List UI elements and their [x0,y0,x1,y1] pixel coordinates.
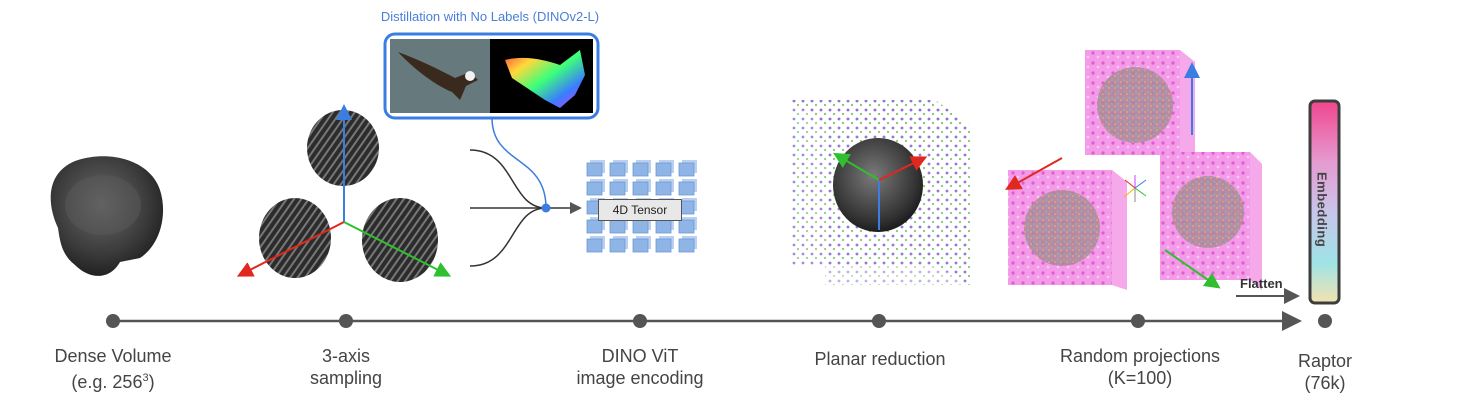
axis-x-arrow [236,221,345,277]
stage-line1: Random projections [1059,346,1221,366]
projection-cube-left [1008,170,1127,290]
stage-label-dino-vit: DINO ViT image encoding [550,345,730,389]
timeline-node-raptor [1318,314,1332,328]
merge-lines [469,117,582,267]
stage-line2: (K=100) [1107,368,1173,388]
stage-line2: image encoding [576,368,704,388]
eagle-icon [398,52,478,100]
stage-label-dense-volume: Dense Volume (e.g. 2563) [23,345,203,393]
tensor-cube [678,238,695,253]
merge-node [541,203,551,213]
tensor-cube [655,219,672,234]
timeline-node-dino-vit [633,314,647,328]
stage-line1: Raptor [1297,351,1353,371]
random-projections [1005,50,1262,290]
tensor-cube [632,162,649,177]
timeline-node-dense-volume [106,314,120,328]
stage-line1: DINO ViT [601,346,679,366]
stage-line1: Dense Volume [54,346,172,366]
tensor-cube [586,238,603,253]
axis-y-arrow [343,221,452,277]
tensor-cube [678,181,695,196]
stage-line2: sampling [309,368,383,388]
tensor-cube [586,219,603,234]
tensor-cube [678,219,695,234]
embedding-label-wrap: Embedding [1306,120,1338,300]
embedding-bar [1308,99,1341,305]
tensor-cube [609,219,626,234]
projection-cube-top [1085,50,1195,165]
embedding-label: Embedding [1314,172,1330,248]
tensor-cube [678,162,695,177]
tensor-label: 4D Tensor [598,199,682,221]
tensor-cube [586,181,603,196]
stage-line1: 3-axis [321,346,370,366]
timeline-node-planar-reduction [872,314,886,328]
three-axis-sampling [236,104,452,282]
flatten-label: Flatten [1240,276,1283,291]
timeline-node-random-projections [1131,314,1145,328]
tensor-cube [632,238,649,253]
stage-line2: (76k) [1304,373,1346,393]
tensor-cube [609,162,626,177]
stage-label-raptor: Raptor (76k) [1280,350,1370,394]
stage-line1: Planar reduction [814,349,946,369]
feature-map-eagle-icon [505,50,585,108]
dino-panel [383,32,600,120]
tensor-cube [655,238,672,253]
tensor-cube [586,162,603,177]
stage-label-random-projections: Random projections (K=100) [1035,345,1245,389]
planar-reduction-cube [790,100,970,285]
stage-line2: (e.g. 2563) [71,372,155,392]
tensor-cube [632,181,649,196]
projection-star [1123,175,1147,202]
dense-volume-head [50,156,164,276]
dino-panel-title: Distillation with No Labels (DINOv2-L) [380,9,600,24]
timeline-node-3-axis-sampling [339,314,353,328]
tensor-cube [632,219,649,234]
tensor-cube [609,181,626,196]
stage-label-3-axis-sampling: 3-axis sampling [276,345,416,389]
tensor-cube [655,162,672,177]
projection-cube-right [1160,152,1262,290]
stage-label-planar-reduction: Planar reduction [790,348,970,370]
tensor-cube [655,181,672,196]
tensor-cube [609,238,626,253]
